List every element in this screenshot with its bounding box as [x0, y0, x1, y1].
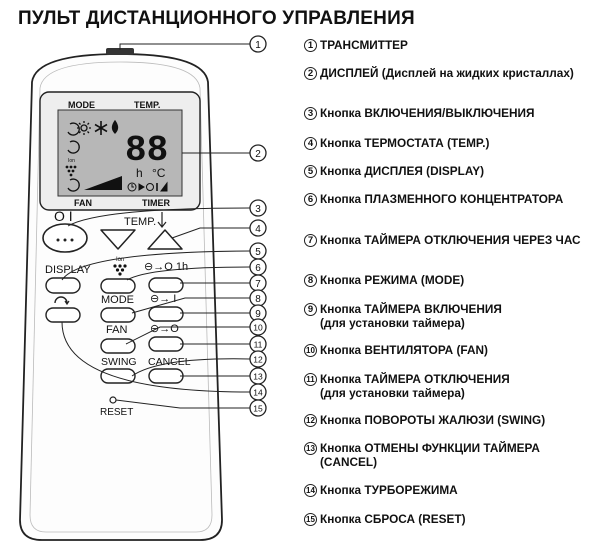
- lcd-ion-text: Ion: [68, 158, 75, 164]
- page-title: ПУЛЬТ ДИСТАНЦИОННОГО УПРАВЛЕНИЯ: [18, 8, 415, 29]
- lcd-mode-label: MODE: [68, 100, 95, 110]
- drop-icon: [111, 119, 119, 134]
- svg-text:1: 1: [255, 40, 261, 51]
- callout-6: 6: [249, 258, 267, 276]
- auto-mode-icon: [67, 122, 80, 136]
- remote-control-diagram: MODE TEMP. FAN TIMER Ion 88 h °C O I TEM…: [19, 35, 267, 541]
- play-arrow-icon: [138, 183, 145, 191]
- transmitter: [106, 48, 134, 55]
- timer-on-button[interactable]: [148, 306, 184, 322]
- mode-button[interactable]: [100, 307, 136, 323]
- turbo-lcd-icon: [67, 178, 80, 192]
- callout-5: 5: [249, 242, 267, 260]
- reset-label: RESET: [100, 407, 133, 418]
- lcd-h: h: [136, 166, 143, 180]
- svg-text:4: 4: [255, 224, 261, 235]
- temp-up-button[interactable]: [147, 229, 183, 250]
- timer-on-label: ⊖→ I: [150, 293, 176, 305]
- ion-button[interactable]: [100, 278, 136, 294]
- svg-text:9: 9: [255, 309, 261, 320]
- temp-arrow-icon: [157, 212, 167, 228]
- fan-label: FAN: [106, 324, 127, 336]
- svg-text:5: 5: [255, 247, 261, 258]
- turbo-button[interactable]: [45, 307, 81, 323]
- callout-8: 8: [249, 289, 267, 307]
- snowflake-icon: [94, 121, 108, 135]
- lcd-fan-label: FAN: [74, 198, 92, 208]
- svg-text:2: 2: [255, 149, 261, 160]
- onoff-button[interactable]: [42, 223, 88, 253]
- ion-dots-icon: [65, 165, 77, 177]
- callout-14: 14: [249, 383, 267, 401]
- timer-off-1h-label: ⊖→O 1h: [144, 261, 188, 273]
- callout-15: 15: [249, 399, 267, 417]
- lcd-timer-icons: [127, 181, 168, 192]
- lcd-mode-icons: [67, 119, 119, 192]
- callout-1: 1: [249, 35, 267, 53]
- callout-markers: 1 2 3 4 5 6 7 8 9 10 11 12 13 14 15: [249, 35, 267, 417]
- callout-7: 7: [249, 274, 267, 292]
- svg-text:14: 14: [253, 388, 263, 398]
- lcd-temp-label: TEMP.: [134, 100, 160, 110]
- display-label: DISPLAY: [45, 264, 91, 276]
- timer-set-label: ⊖→O: [150, 323, 179, 335]
- display-button[interactable]: [45, 277, 81, 294]
- ion-button-icon: [113, 264, 127, 276]
- callout-13: 13: [249, 367, 267, 385]
- temp-down-button[interactable]: [100, 229, 136, 250]
- callout-4: 4: [249, 219, 267, 237]
- temp-label: TEMP.: [124, 216, 156, 228]
- svg-text:8: 8: [255, 294, 261, 305]
- callout-2: 2: [249, 144, 267, 162]
- callout-10: 10: [249, 318, 267, 336]
- lcd-digits: 88: [125, 130, 168, 171]
- timer-off-1h-button[interactable]: [148, 277, 184, 293]
- callout-12: 12: [249, 350, 267, 368]
- timer-off-button[interactable]: [148, 336, 184, 352]
- swing-lcd-icon: [67, 140, 80, 154]
- sun-icon: [80, 124, 88, 132]
- svg-text:12: 12: [253, 355, 263, 365]
- ion-label: Ion: [116, 257, 124, 263]
- svg-text:11: 11: [254, 340, 263, 350]
- cancel-button[interactable]: [148, 368, 184, 384]
- lcd-timer-label: TIMER: [142, 198, 170, 208]
- callout-11: 11: [249, 335, 267, 353]
- svg-text:15: 15: [253, 404, 263, 414]
- fan-button[interactable]: [100, 338, 136, 354]
- svg-text:10: 10: [253, 323, 263, 333]
- onoff-dots: [56, 238, 74, 242]
- svg-text:13: 13: [253, 372, 263, 382]
- swing-label: SWING: [101, 356, 137, 368]
- clock-icon: [127, 182, 137, 192]
- reset-button[interactable]: [109, 396, 117, 404]
- lcd-celsius: °C: [152, 166, 166, 180]
- fan-speed-bar: [84, 176, 122, 190]
- svg-text:3: 3: [255, 204, 261, 215]
- onoff-symbol: O I: [54, 208, 73, 224]
- svg-text:6: 6: [255, 263, 261, 274]
- svg-text:7: 7: [255, 279, 261, 290]
- leader-lines: [61, 43, 251, 409]
- mode-label: MODE: [101, 294, 134, 306]
- circle-o-icon: [146, 183, 154, 191]
- callout-3: 3: [249, 199, 267, 217]
- turbo-icon: [54, 296, 68, 304]
